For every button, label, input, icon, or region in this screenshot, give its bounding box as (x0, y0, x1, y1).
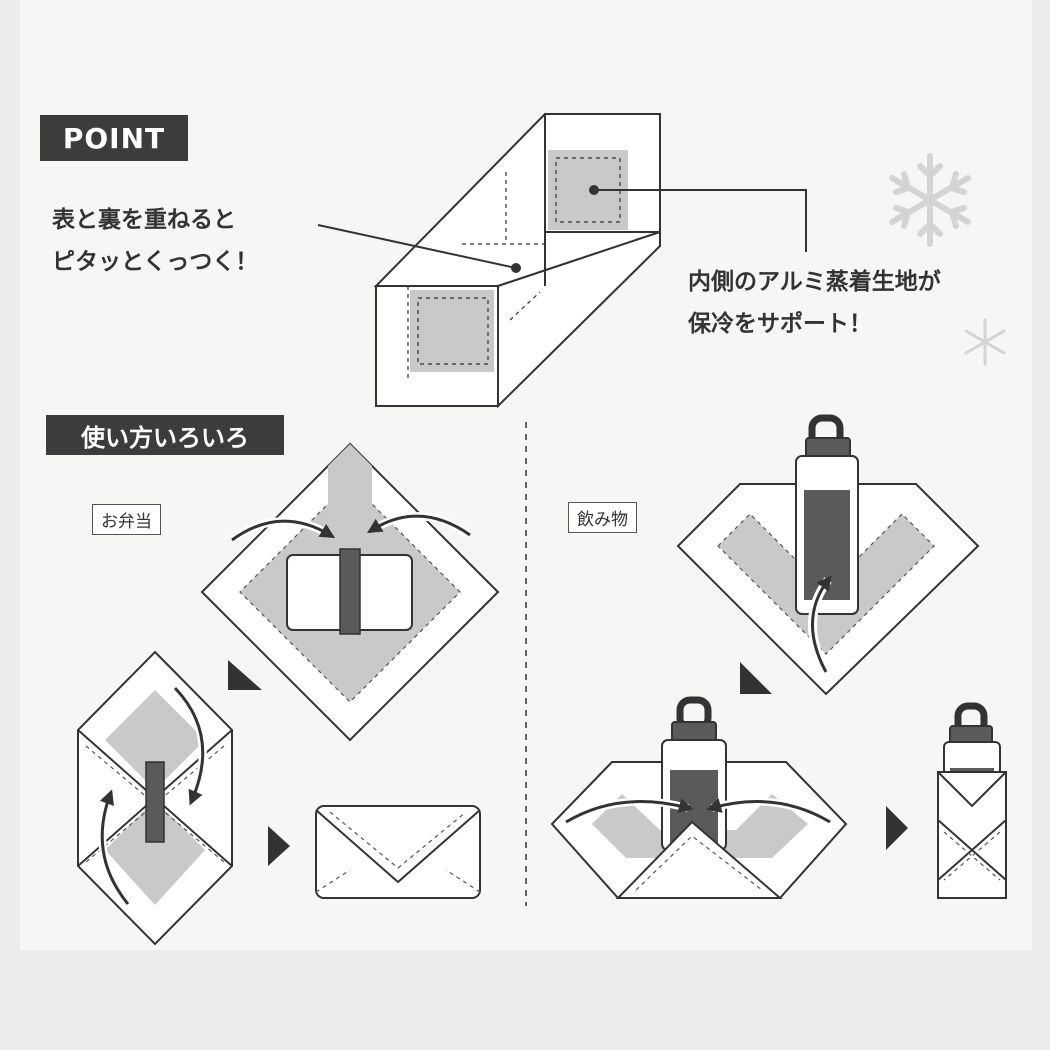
callout-line (317, 224, 517, 269)
step-arrow-icon (228, 660, 262, 690)
folded-cloth-diagram (373, 113, 661, 409)
step-arrow-icon (740, 662, 772, 694)
bento-step-2 (77, 650, 233, 946)
right-callout-line-2: 保冷をサポート！ (688, 311, 872, 337)
snowflake-icon (889, 153, 971, 247)
drink-step-1 (676, 414, 980, 696)
snowflake-icon (964, 318, 1006, 366)
left-callout-line-1: 表と裏を重ねると (52, 207, 236, 233)
bento-label: お弁当 (92, 504, 161, 535)
step-arrow-icon (268, 826, 290, 866)
bento-step-1 (200, 442, 500, 742)
callout-line (594, 189, 807, 252)
drink-step-2 (550, 696, 848, 899)
left-callout-line-2: ピタッとくっつく！ (52, 249, 259, 275)
drink-label: 飲み物 (568, 502, 637, 533)
step-arrow-icon (886, 806, 908, 850)
usage-header: 使い方いろいろ (46, 415, 284, 455)
drink-step-3 (937, 702, 1007, 899)
bento-step-3 (315, 805, 481, 899)
point-header: POINT (40, 115, 188, 161)
right-callout-line-1: 内側のアルミ蒸着生地が (688, 269, 941, 295)
